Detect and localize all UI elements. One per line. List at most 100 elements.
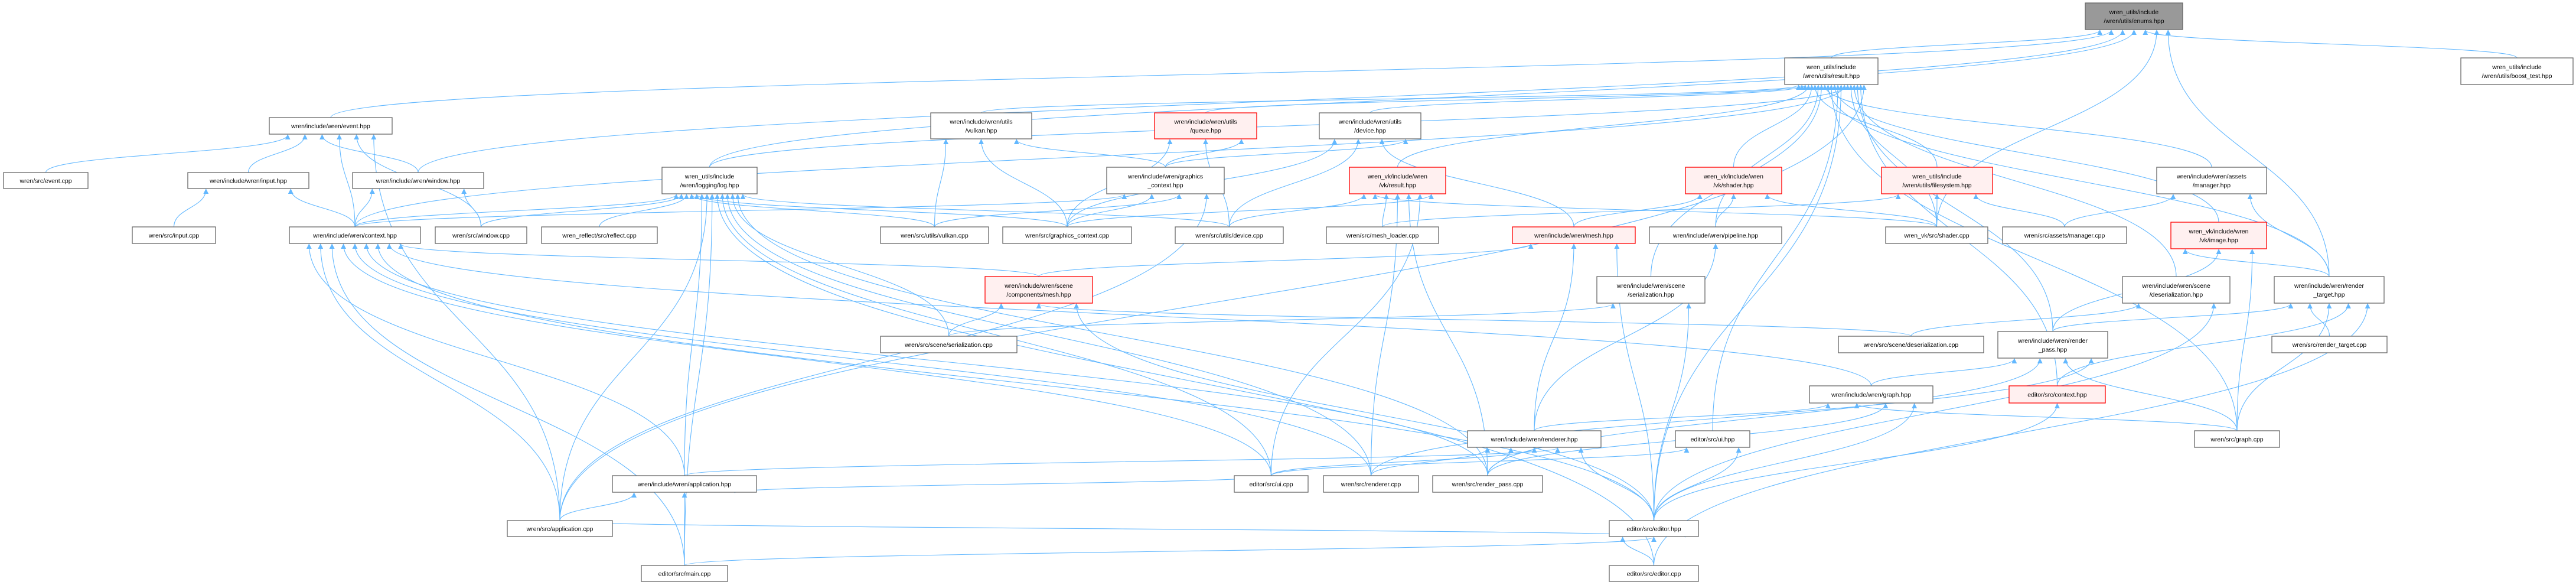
dependency-edge-serialization_cpp-to-log: [730, 194, 950, 337]
node-label: wren/include/wren/renderer.hpp: [1490, 436, 1577, 443]
file-node-manager-cpp[interactable]: wren/src/assets/manager.cpp: [2002, 226, 2127, 244]
file-node-device-hpp[interactable]: wren/include/wren/utils/device.hpp: [1319, 112, 1421, 139]
node-box: [507, 520, 613, 537]
node-label: wren/src/assets/manager.cpp: [2024, 232, 2105, 239]
file-node-result[interactable]: wren_utils/include/wren/utils/result.hpp: [1784, 57, 1879, 85]
file-node-main-cpp[interactable]: editor/src/main.cpp: [641, 565, 728, 582]
dependency-edge-input_cpp-to-input_hpp: [173, 188, 209, 228]
file-node-render-target-hpp[interactable]: wren/include/wren/render_target.hpp: [2274, 276, 2385, 304]
file-node-ui-hpp[interactable]: editor/src/ui.hpp: [1675, 430, 1750, 448]
node-label: /wren/logging/log.hpp: [680, 182, 739, 189]
file-node-serialization-hpp[interactable]: wren/include/wren/scene/serialization.hp…: [1596, 276, 1706, 304]
node-label: wren/include/wren/render: [2294, 282, 2364, 290]
file-node-render-pass-hpp[interactable]: wren/include/wren/render_pass.hpp: [1997, 331, 2108, 359]
file-node-render-target-cpp[interactable]: wren/src/render_target.cpp: [2271, 336, 2388, 353]
dependency-edge-render_target_hpp-to-result: [1825, 84, 2330, 277]
node-box: [1881, 167, 1993, 194]
dependency-edge-manager_cpp-to-filesystem: [1973, 194, 2065, 228]
file-node-input-cpp[interactable]: wren/src/input.cpp: [132, 226, 216, 244]
file-node-deserialization-hpp[interactable]: wren/include/wren/scene/deserialization.…: [2122, 276, 2231, 304]
file-node-gfx-cpp[interactable]: wren/src/graphics_context.cpp: [1002, 226, 1132, 244]
node-box: [2122, 276, 2231, 304]
file-node-enums[interactable]: wren_utils/include/wren/utils/enums.hpp: [2085, 2, 2183, 30]
node-box: [1809, 385, 1933, 404]
file-node-renderer-cpp[interactable]: wren/src/renderer.cpp: [1323, 475, 1419, 493]
node-box: [2008, 385, 2106, 404]
file-node-vk-result[interactable]: wren_vk/include/wren/vk/result.hpp: [1349, 167, 1446, 194]
dependency-edge-editor_hpp-to-result: [1653, 84, 1844, 521]
file-node-device-cpp[interactable]: wren/src/utils/device.cpp: [1175, 226, 1284, 244]
file-node-log[interactable]: wren_utils/include/wren/logging/log.hpp: [661, 167, 758, 194]
file-node-window-cpp[interactable]: wren/src/window.cpp: [435, 226, 527, 244]
file-node-editor-cpp[interactable]: editor/src/editor.cpp: [1609, 565, 1699, 582]
node-box: [1319, 112, 1421, 139]
dependency-edge-gfx_cpp-to-vk_result: [1067, 194, 1434, 228]
dependency-edge-ui_cpp-to-ui_hpp: [1270, 447, 1690, 476]
file-node-window-hpp[interactable]: wren/include/wren/window.hpp: [352, 172, 484, 189]
dependency-edge-device_cpp-to-log: [740, 194, 1230, 228]
file-node-mesh-loader[interactable]: wren/src/mesh_loader.cpp: [1326, 226, 1439, 244]
node-label: /wren/utils/enums.hpp: [2104, 18, 2164, 25]
file-node-serialization-cpp[interactable]: wren/src/scene/serialization.cpp: [880, 336, 1018, 353]
file-node-shader-cpp[interactable]: wren_vk/src/shader.cpp: [1885, 226, 1988, 244]
file-node-mesh-hpp[interactable]: wren/include/wren/mesh.hpp: [1512, 226, 1636, 244]
file-node-application-cpp[interactable]: wren/src/application.cpp: [507, 520, 613, 537]
file-node-deserialization-cpp[interactable]: wren/src/scene/deserialization.cpp: [1838, 336, 1984, 353]
node-box: [1323, 475, 1419, 493]
node-label: /wren/utils/boost_test.hpp: [2482, 73, 2552, 80]
file-node-event-cpp[interactable]: wren/src/event.cpp: [3, 172, 89, 189]
node-box: [187, 172, 309, 189]
node-box: [1997, 331, 2108, 359]
node-label: /deserialization.hpp: [2150, 291, 2203, 298]
node-label: /vulkan.hpp: [966, 128, 997, 135]
dependency-edge-editor_cpp-to-editor_hpp: [1620, 537, 1655, 566]
file-node-graph-cpp[interactable]: wren/src/graph.cpp: [2194, 430, 2280, 448]
file-node-vulkan-cpp[interactable]: wren/src/utils/vulkan.cpp: [880, 226, 989, 244]
file-node-renderer-hpp[interactable]: wren/include/wren/renderer.hpp: [1467, 430, 1602, 448]
dependency-edge-gfx_cpp-to-gfx_hpp: [1067, 194, 1155, 228]
file-node-render-pass-cpp[interactable]: wren/src/render_pass.cpp: [1432, 475, 1543, 493]
file-node-reflect-cpp[interactable]: wren_reflect/src/reflect.cpp: [541, 226, 658, 244]
file-node-context-hpp[interactable]: wren/include/wren/context.hpp: [289, 226, 421, 244]
file-node-image-hpp[interactable]: wren_vk/include/wren/vk/image.hpp: [2170, 222, 2267, 249]
dependency-edge-vulkan_cpp-to-gfx_hpp: [934, 194, 1182, 228]
file-node-vulkan-hpp[interactable]: wren/include/wren/utils/vulkan.hpp: [930, 112, 1032, 139]
dependency-edge-editor_hpp-to-deserialization_hpp: [1653, 303, 2217, 521]
dependency-edge-application_hpp-to-log: [684, 194, 705, 476]
node-box: [1609, 520, 1699, 537]
file-node-ui-cpp[interactable]: editor/src/ui.cpp: [1234, 475, 1309, 493]
file-node-application-hpp[interactable]: wren/include/wren/application.hpp: [612, 475, 757, 493]
node-label: wren_vk/include/wren: [1367, 173, 1427, 180]
dependency-edge-render_pass_cpp-to-renderer_hpp: [1487, 447, 1514, 476]
node-label: _target.hpp: [2313, 291, 2345, 298]
node-label: wren/include/wren/scene: [1004, 282, 1073, 290]
node-box: [541, 226, 658, 244]
file-node-queue[interactable]: wren/include/wren/utils/queue.hpp: [1154, 112, 1257, 139]
file-node-comp-mesh[interactable]: wren/include/wren/scene/components/mesh.…: [984, 276, 1093, 304]
file-node-manager-hpp[interactable]: wren/include/wren/assets/manager.hpp: [2156, 167, 2267, 194]
file-node-filesystem[interactable]: wren_utils/include/wren/utils/filesystem…: [1881, 167, 1993, 194]
dependency-edge-context_hpp-to-result: [354, 84, 1847, 228]
dependency-edge-ui_cpp-to-application_hpp: [732, 475, 1272, 493]
dependency-edge-shader_cpp-to-result: [1848, 84, 1938, 228]
file-node-input-hpp[interactable]: wren/include/wren/input.hpp: [187, 172, 309, 189]
dependency-edge-graph_cpp-to-render_target_hpp: [2236, 303, 2332, 431]
file-node-event[interactable]: wren/include/wren/event.hpp: [269, 117, 393, 135]
node-box: [1596, 276, 1706, 304]
file-node-pipeline[interactable]: wren/include/wren/pipeline.hpp: [1649, 226, 1782, 244]
file-node-editor-context[interactable]: editor/src/context.hpp: [2008, 385, 2106, 404]
dependency-edge-ui_cpp-to-context_hpp: [341, 243, 1272, 476]
file-node-boost[interactable]: wren_utils/include/wren/utils/boost_test…: [2460, 57, 2574, 85]
dependency-edge-serialization_cpp-to-comp_mesh: [948, 303, 1004, 337]
dependency-edge-editor_cpp-to-render_target_hpp: [1653, 303, 2370, 566]
dependency-edge-render_pass_cpp-to-log: [735, 194, 1488, 476]
dependency-edge-shader_cpp-to-vk_result: [1372, 194, 1938, 228]
dependency-edge-deserialization_cpp-to-comp_mesh: [1036, 303, 1912, 337]
file-node-graph-hpp[interactable]: wren/include/wren/graph.hpp: [1809, 385, 1933, 404]
file-node-editor-hpp[interactable]: editor/src/editor.hpp: [1609, 520, 1699, 537]
node-box: [1784, 57, 1879, 85]
file-node-gfx-hpp[interactable]: wren/include/wren/graphics_context.hpp: [1106, 167, 1225, 194]
file-node-vk-shader[interactable]: wren_vk/include/wren/vk/shader.hpp: [1685, 167, 1782, 194]
node-box: [132, 226, 216, 244]
